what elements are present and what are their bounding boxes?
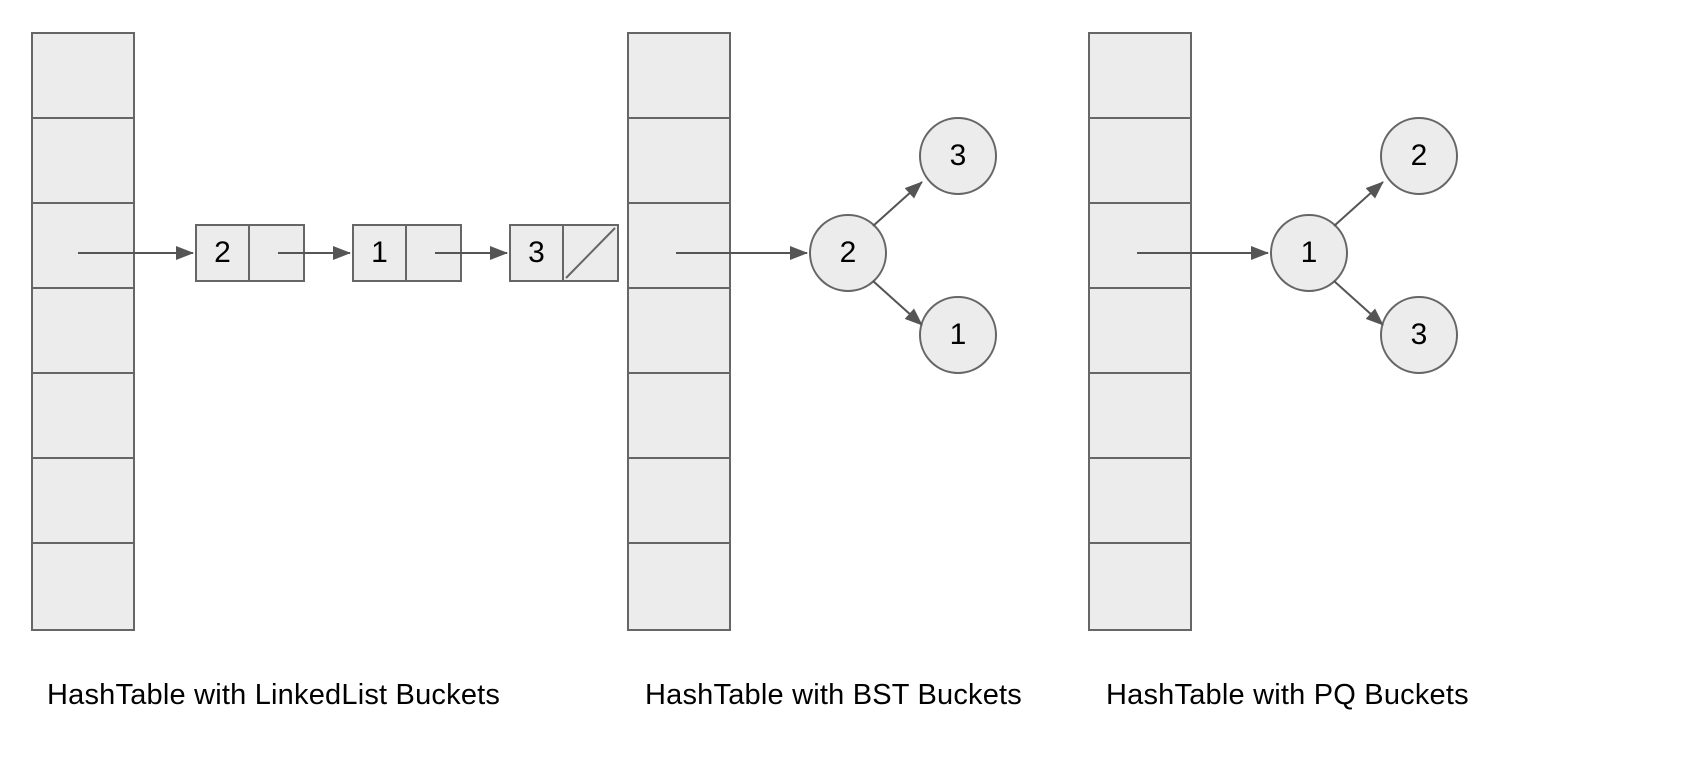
bucket-cell[interactable]	[629, 459, 729, 544]
arrow-pq-root-to-lower	[1333, 280, 1384, 326]
bucket-cell[interactable]	[629, 34, 729, 119]
bucket-cell[interactable]	[629, 119, 729, 204]
bucket-cell[interactable]	[33, 289, 133, 374]
pq-node-upper-child[interactable]: 2	[1380, 117, 1458, 195]
caption-bst: HashTable with BST Buckets	[645, 679, 1023, 711]
linkedlist-node-value: 2	[197, 226, 250, 280]
hashtable-column-pq	[1088, 32, 1192, 631]
arrow-bst-root-to-upper	[872, 181, 923, 227]
caption-linkedlist: HashTable with LinkedList Buckets	[47, 679, 501, 711]
arrow-bst-root-to-lower	[872, 280, 923, 326]
bucket-cell[interactable]	[33, 204, 133, 289]
bucket-cell[interactable]	[33, 459, 133, 544]
bucket-cell[interactable]	[1090, 34, 1190, 119]
bucket-cell[interactable]	[33, 119, 133, 204]
bucket-cell[interactable]	[1090, 289, 1190, 374]
bucket-cell[interactable]	[33, 374, 133, 459]
bst-node-lower-child[interactable]: 1	[919, 296, 997, 374]
bucket-cell[interactable]	[629, 289, 729, 374]
bucket-cell[interactable]	[629, 204, 729, 289]
hashtable-column-linkedlist	[31, 32, 135, 631]
linkedlist-node[interactable]: 2	[195, 224, 305, 282]
linkedlist-node-pointer	[407, 226, 460, 280]
bucket-cell[interactable]	[629, 374, 729, 459]
bucket-cell[interactable]	[1090, 204, 1190, 289]
linkedlist-node-value: 1	[354, 226, 407, 280]
linkedlist-node-pointer	[250, 226, 303, 280]
linkedlist-node-value: 3	[511, 226, 564, 280]
linkedlist-node-tail[interactable]: 3	[509, 224, 619, 282]
pq-node-lower-child[interactable]: 3	[1380, 296, 1458, 374]
null-pointer-slash-icon	[564, 226, 617, 280]
bucket-cell[interactable]	[1090, 374, 1190, 459]
pq-node-root[interactable]: 1	[1270, 214, 1348, 292]
arrow-pq-root-to-upper	[1333, 181, 1384, 227]
bucket-cell[interactable]	[33, 34, 133, 119]
bucket-cell[interactable]	[1090, 544, 1190, 629]
bucket-cell[interactable]	[33, 544, 133, 629]
bst-node-root[interactable]: 2	[809, 214, 887, 292]
bucket-cell[interactable]	[1090, 459, 1190, 544]
linkedlist-node[interactable]: 1	[352, 224, 462, 282]
bucket-cell[interactable]	[629, 544, 729, 629]
hashtable-column-bst	[627, 32, 731, 631]
bst-node-upper-child[interactable]: 3	[919, 117, 997, 195]
caption-pq: HashTable with PQ Buckets	[1106, 679, 1469, 711]
bucket-cell[interactable]	[1090, 119, 1190, 204]
